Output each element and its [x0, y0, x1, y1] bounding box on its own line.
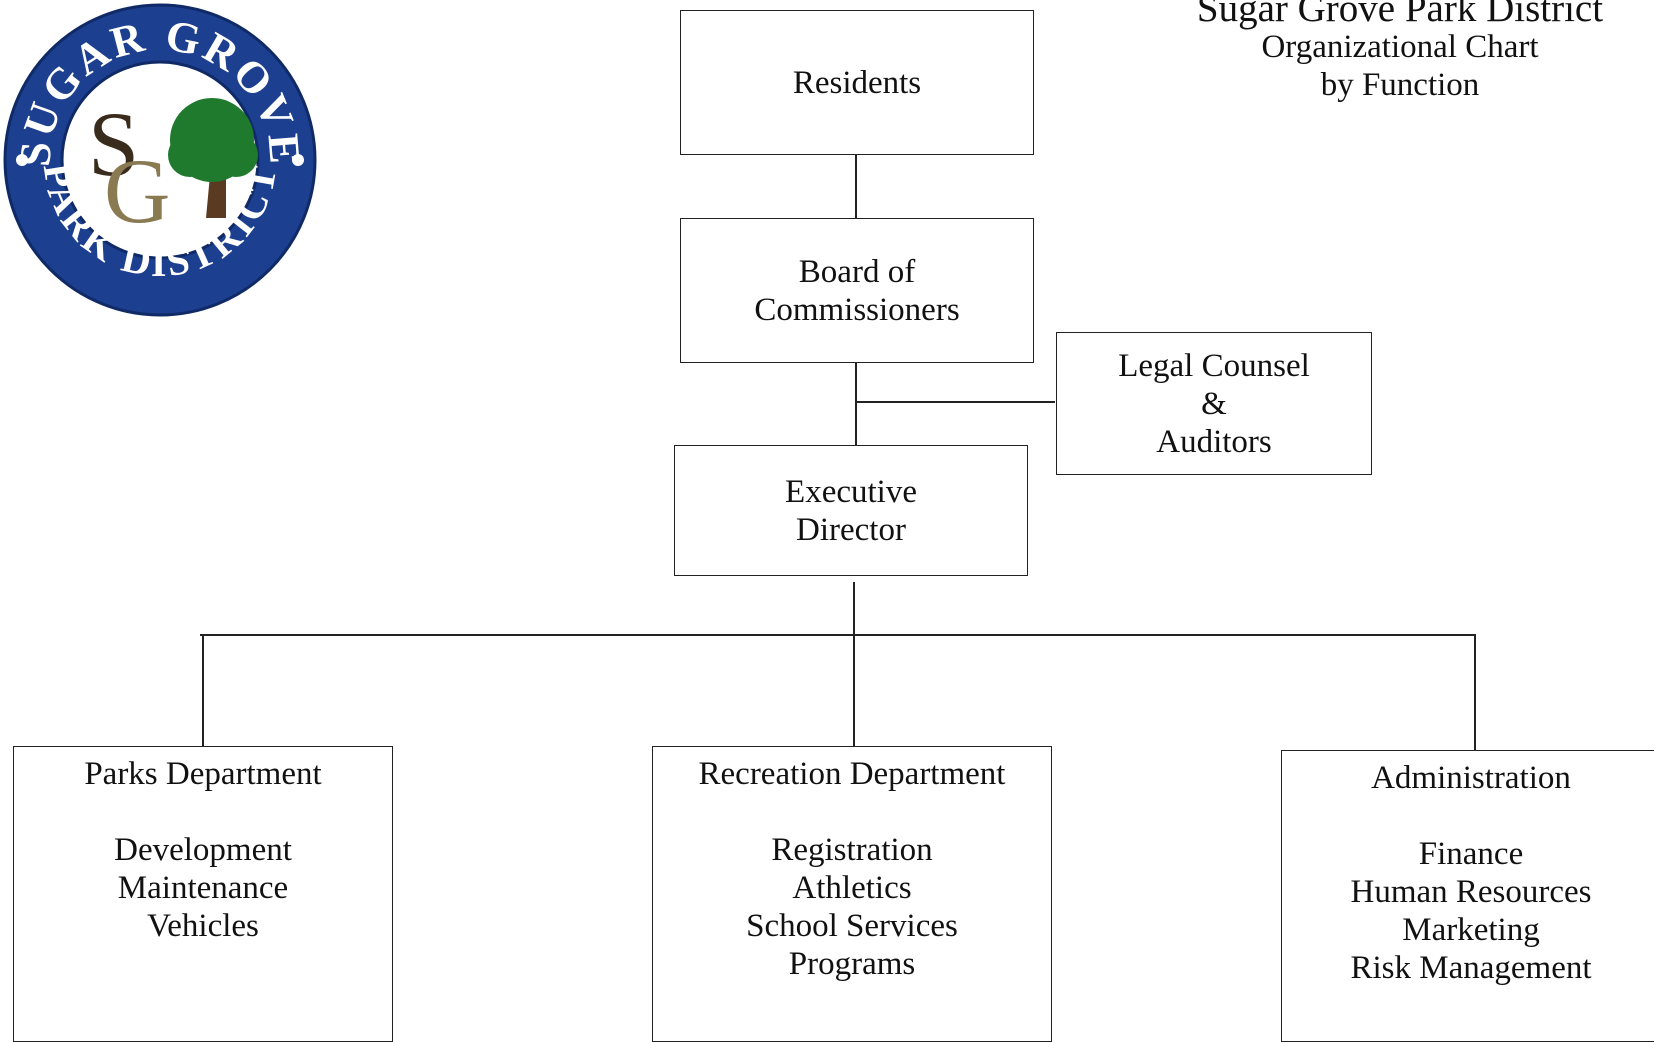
node-board-label-2: Commissioners	[754, 291, 960, 328]
node-parks-functions: Development Maintenance Vehicles	[14, 831, 392, 945]
edge-bus-parks	[202, 634, 204, 748]
node-board-label-1: Board of	[798, 253, 916, 290]
node-legal-label-2: &	[1201, 385, 1227, 422]
node-parks-item: Development	[114, 832, 292, 868]
edge-board-executive	[855, 363, 857, 445]
logo-dot-left	[16, 154, 28, 166]
node-recreation-functions: Registration Athletics School Services P…	[653, 831, 1051, 983]
node-administration-item: Risk Management	[1350, 950, 1592, 986]
chart-title-block: Sugar Grove Park District Organizational…	[1120, 0, 1654, 104]
node-residents-label: Residents	[792, 64, 922, 101]
node-parks-department: Parks Department Development Maintenance…	[13, 746, 393, 1042]
node-administration-functions: Finance Human Resources Marketing Risk M…	[1282, 835, 1654, 987]
tree-icon	[168, 98, 258, 218]
node-executive-label-1: Executive	[785, 473, 917, 510]
node-residents: Residents	[680, 10, 1034, 155]
edge-board-legal	[855, 401, 1055, 403]
chart-subtitle: Organizational Chart	[1261, 29, 1539, 65]
edge-bus-administration	[1474, 634, 1476, 750]
node-recreation-title: Recreation Department	[698, 756, 1006, 792]
chart-subtitle-2: by Function	[1320, 67, 1480, 103]
park-district-logo: SUGAR GROVE PARK DISTRICT S G	[3, 3, 317, 317]
node-recreation-department: Recreation Department Registration Athle…	[652, 746, 1052, 1042]
node-recreation-item: Programs	[788, 946, 916, 982]
node-administration-item: Human Resources	[1350, 874, 1592, 910]
edge-residents-board	[855, 155, 857, 218]
edge-executive-bus	[853, 582, 855, 746]
node-administration: Administration Finance Human Resources M…	[1281, 750, 1654, 1042]
node-legal-label-1: Legal Counsel	[1118, 347, 1310, 384]
logo-monogram-s: S	[88, 93, 139, 195]
logo-dot-right	[292, 154, 304, 166]
node-board-of-commissioners: Board of Commissioners	[680, 218, 1034, 363]
node-recreation-item: School Services	[746, 908, 958, 944]
node-parks-title: Parks Department	[84, 756, 322, 792]
node-parks-item: Vehicles	[147, 908, 259, 944]
node-administration-item: Finance	[1418, 836, 1524, 872]
edge-department-bus	[200, 634, 1475, 636]
node-administration-title: Administration	[1371, 760, 1571, 796]
node-recreation-item: Athletics	[792, 870, 912, 906]
chart-title: Sugar Grove Park District	[1196, 0, 1604, 30]
node-recreation-item: Registration	[771, 832, 933, 868]
node-executive-label-2: Director	[796, 511, 906, 548]
node-legal-label-3: Auditors	[1156, 423, 1272, 460]
logo-monogram-g: G	[104, 140, 170, 242]
node-executive-director: Executive Director	[674, 445, 1028, 576]
node-legal-counsel-auditors: Legal Counsel & Auditors	[1056, 332, 1372, 475]
node-administration-item: Marketing	[1402, 912, 1540, 948]
node-parks-item: Maintenance	[117, 870, 289, 906]
